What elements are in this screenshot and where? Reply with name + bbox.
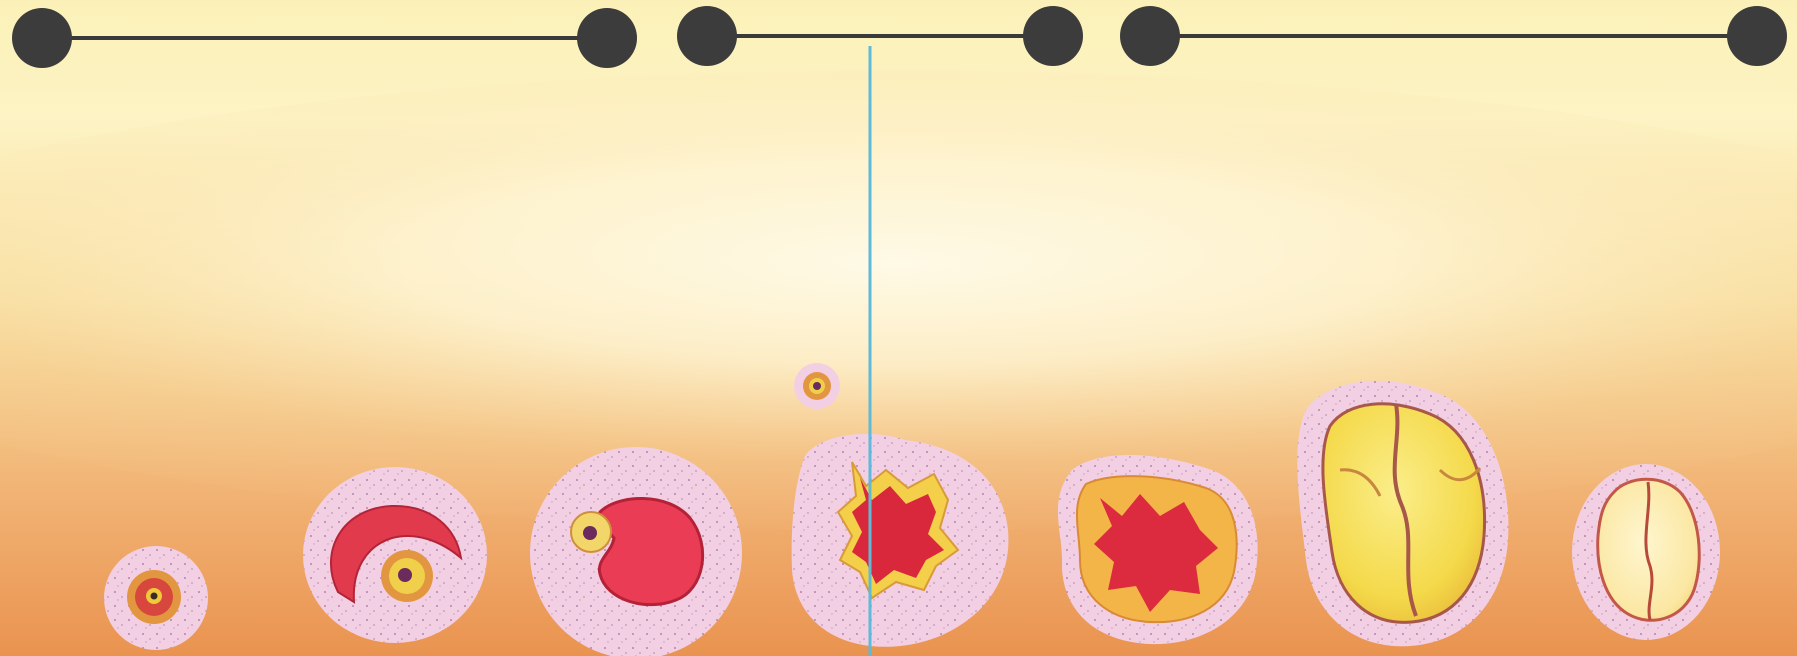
phase-bar-3-end-node [1727, 6, 1787, 66]
stage-primary-follicle [303, 467, 487, 643]
phase-bar-1-end-node [577, 8, 637, 68]
stage-early-corpus-luteum [1058, 455, 1258, 644]
stage-secondary-follicle [530, 447, 742, 656]
phase-bar-3-start-node [1120, 6, 1180, 66]
stage-corpus-albicans [1572, 464, 1720, 640]
phase-bar-2-end-node [1023, 6, 1083, 66]
stage-released-oocyte [794, 363, 840, 409]
stage-primordial-follicle [104, 546, 208, 650]
phase-bar-1-start-node [12, 8, 72, 68]
phase-bar-2-start-node [677, 6, 737, 66]
